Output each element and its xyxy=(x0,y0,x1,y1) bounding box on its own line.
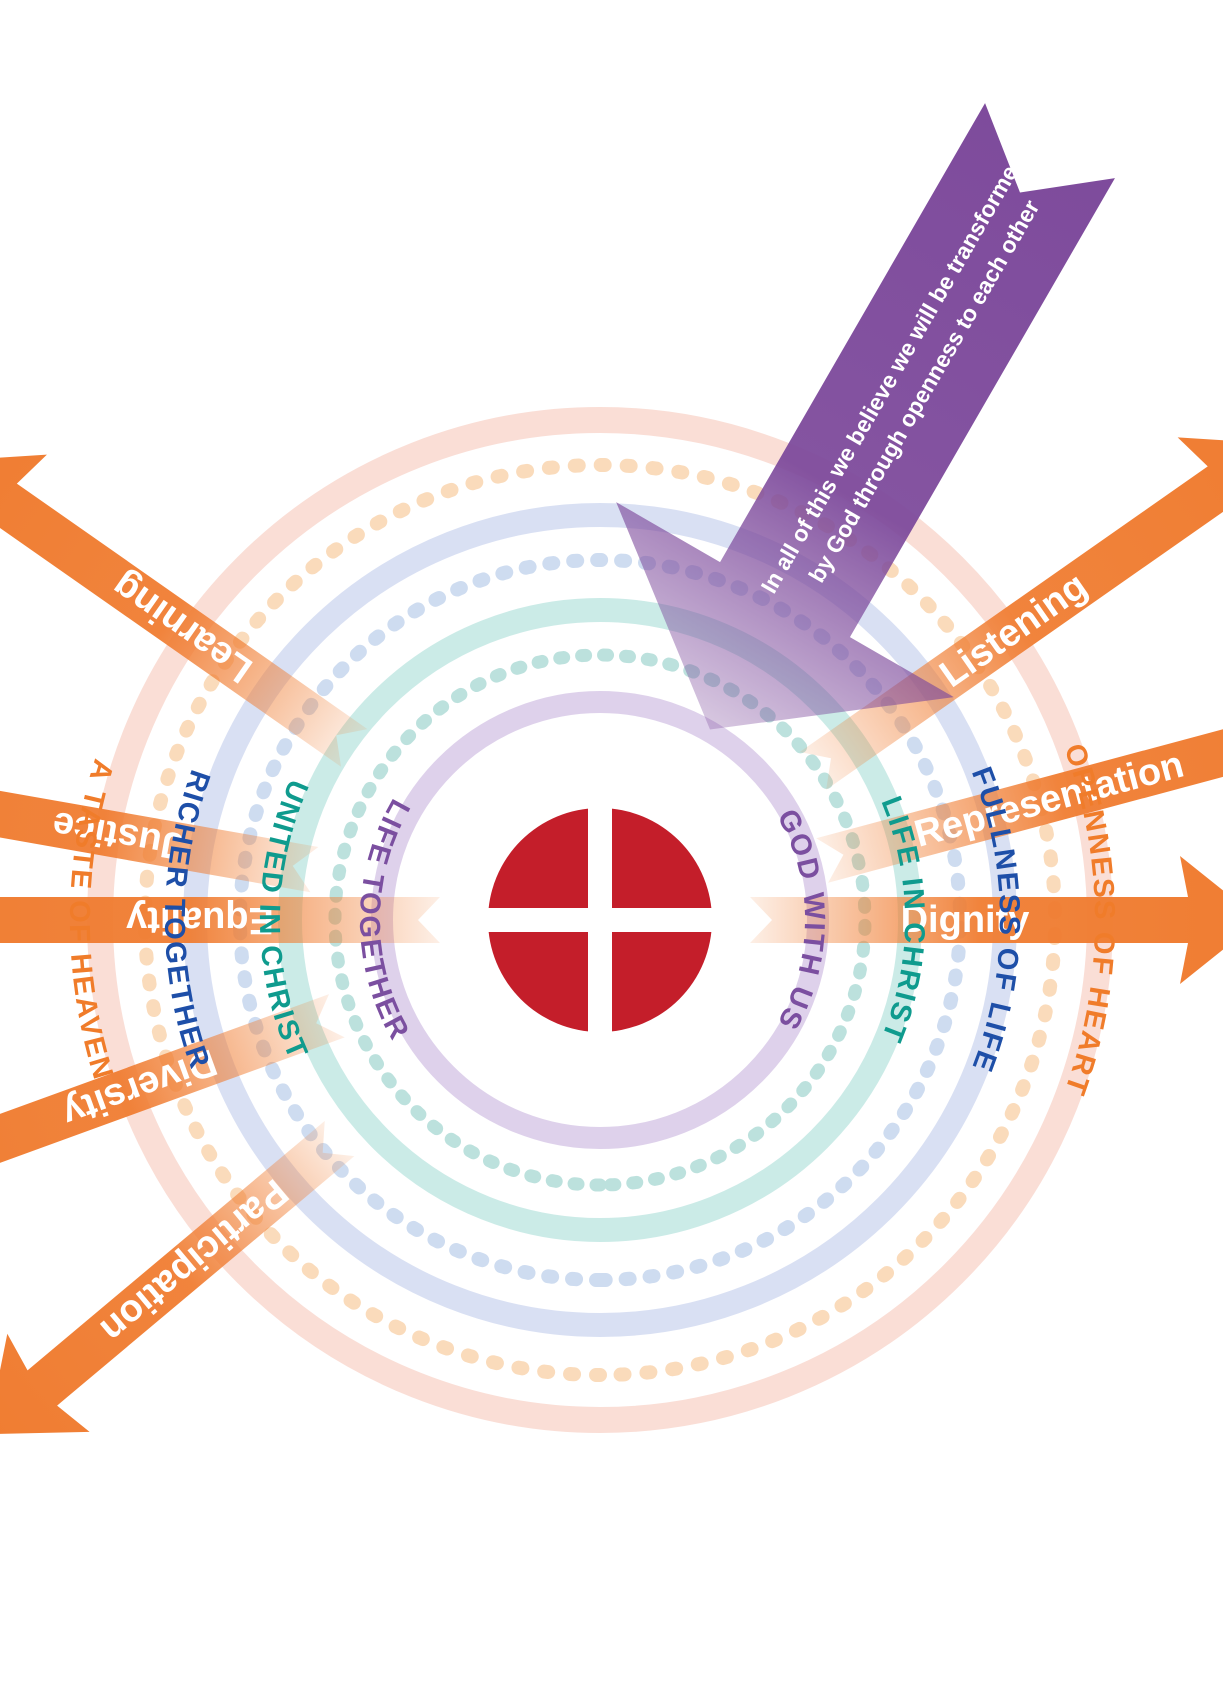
value-label-equality: Equality xyxy=(126,899,274,941)
purple-arrow-shape xyxy=(616,103,1115,730)
middle-dot-band xyxy=(233,553,967,1287)
arrow-shape xyxy=(0,454,368,767)
arrow-shape xyxy=(0,737,319,893)
value-arrow-dignity: Dignity xyxy=(750,856,1223,984)
arrow-shape xyxy=(799,437,1223,790)
arrow-shape xyxy=(750,856,1223,984)
arrow-shape xyxy=(816,677,1223,883)
value-arrow-equality: Equality xyxy=(0,856,440,984)
arrow-shape xyxy=(0,994,345,1220)
value-label-dignity: Dignity xyxy=(901,899,1030,941)
arrow-shape xyxy=(0,856,440,984)
outer-dot-band xyxy=(138,458,1062,1382)
methodist-orb-and-cross-icon xyxy=(480,800,720,1040)
arrow-shape xyxy=(0,1120,355,1435)
